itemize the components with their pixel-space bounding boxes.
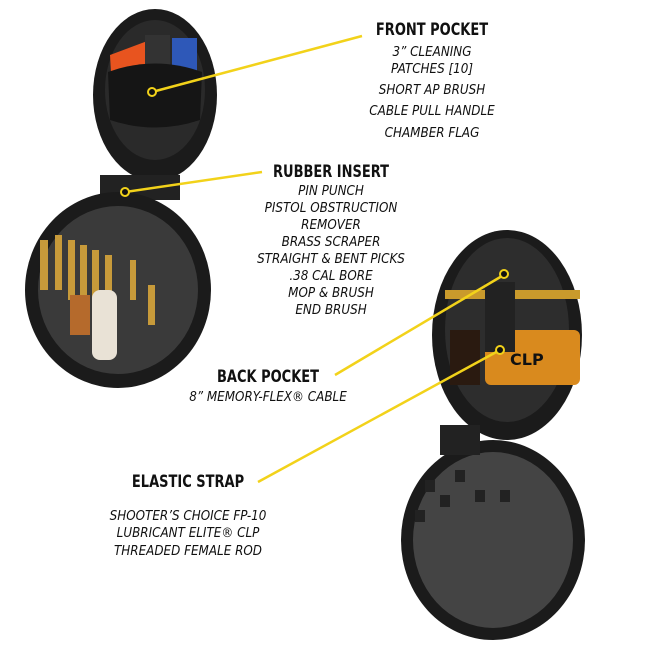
rubber-insert-item: BRASS SCRAPER xyxy=(281,235,381,250)
rubber-insert-title: RUBBER INSERT xyxy=(273,162,389,182)
back-pocket-item: 8” MEMORY-FLEX® CABLE xyxy=(189,390,347,405)
front-pocket-leader xyxy=(151,34,363,94)
front-pocket-title: FRONT POCKET xyxy=(375,20,489,40)
right-case-open: CLP xyxy=(401,230,585,640)
rubber-insert-item: PIN PUNCH xyxy=(298,184,364,199)
rubber-insert-item: MOP & BRUSH xyxy=(288,286,374,301)
left-case-open xyxy=(25,9,217,388)
rubber-insert-item: PISTOL OBSTRUCTION xyxy=(264,201,398,216)
clp-label: CLP xyxy=(510,350,544,369)
front-pocket-item: CABLE PULL HANDLE xyxy=(369,104,495,119)
elastic-strap-item: SHOOTER’S CHOICE FP-10 xyxy=(109,509,267,524)
elastic-strap-item: LUBRICANT ELITE® CLP xyxy=(116,526,260,541)
rubber-insert-item: REMOVER xyxy=(301,218,361,233)
front-pocket-item: PATCHES [10] xyxy=(390,62,474,77)
rubber-insert-item: STRAIGHT & BENT PICKS xyxy=(257,252,405,267)
elastic-strap-leader xyxy=(257,348,501,484)
back-pocket-title: BACK POCKET xyxy=(216,367,320,387)
elastic-strap-title: ELASTIC STRAP xyxy=(131,472,245,492)
rubber-insert-item: END BRUSH xyxy=(295,303,367,318)
back-pocket-leader xyxy=(334,274,503,377)
front-pocket-item: CHAMBER FLAG xyxy=(384,126,480,141)
elastic-strap-item: THREADED FEMALE ROD xyxy=(113,544,263,559)
rubber-insert-item: .38 CAL BORE xyxy=(289,269,373,284)
rubber-insert-leader xyxy=(124,170,263,194)
front-pocket-item: SHORT AP BRUSH xyxy=(378,83,486,98)
front-pocket-item: 3” CLEANING xyxy=(392,45,472,60)
